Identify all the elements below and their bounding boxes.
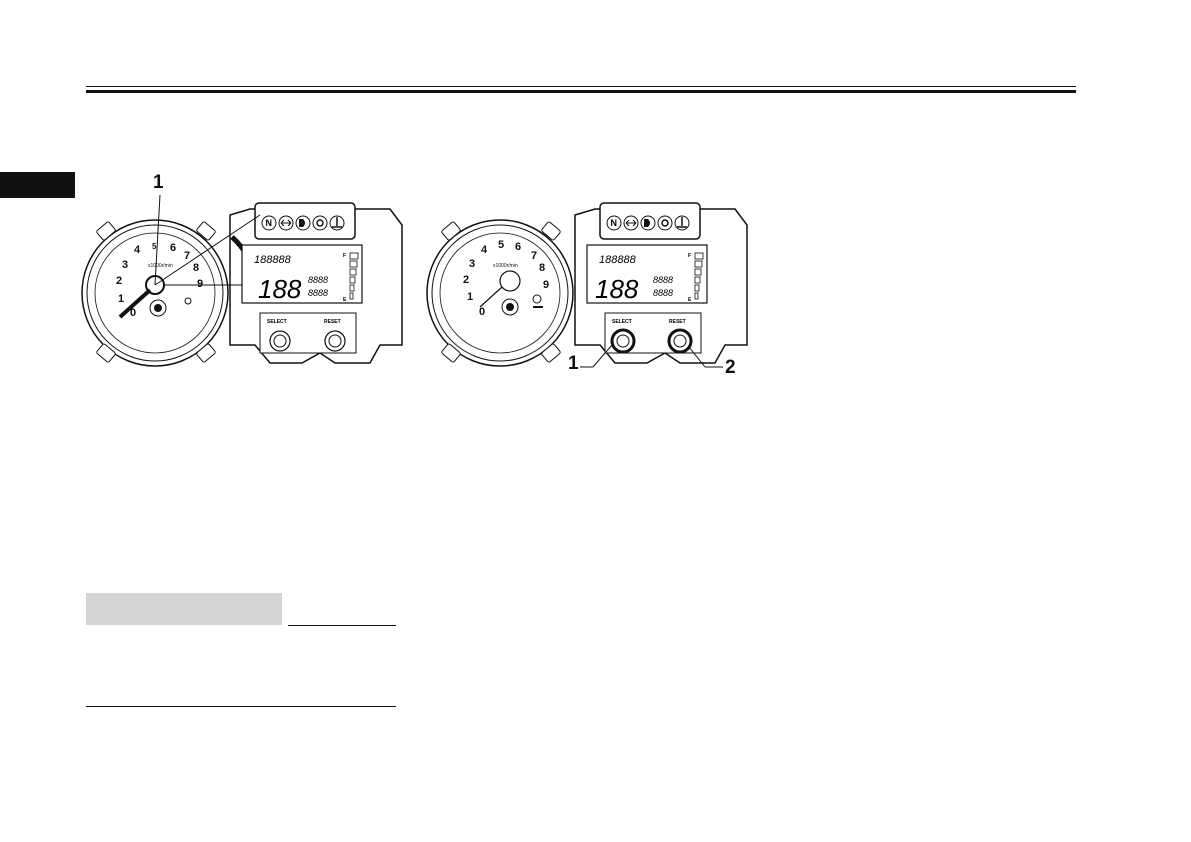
svg-text:9: 9: [197, 278, 203, 290]
svg-text:8888: 8888: [653, 288, 673, 298]
svg-text:0: 0: [130, 307, 136, 319]
svg-text:x1000r/min: x1000r/min: [493, 263, 518, 269]
header-rule-thin: [86, 86, 1076, 87]
svg-text:188: 188: [258, 274, 302, 304]
svg-text:N: N: [611, 218, 618, 228]
svg-text:4: 4: [134, 244, 141, 256]
svg-text:8888: 8888: [653, 275, 673, 285]
svg-text:4: 4: [481, 244, 488, 256]
heading-rule: [288, 625, 396, 626]
svg-text:1: 1: [118, 293, 124, 305]
svg-text:E: E: [343, 297, 347, 303]
section-rule: [86, 706, 396, 707]
svg-text:9: 9: [543, 279, 549, 291]
svg-text:0: 0: [479, 306, 485, 318]
svg-text:RESET: RESET: [669, 319, 686, 325]
instrument-cluster-left: N 0 1 2 3 4 5 6 7 8 9 x1000r/min 188888 …: [81, 195, 403, 367]
svg-text:RESET: RESET: [324, 319, 341, 325]
svg-text:SELECT: SELECT: [612, 319, 632, 325]
callout-2-right: 2: [725, 357, 736, 378]
callout-1-left: 1: [153, 172, 164, 193]
svg-text:6: 6: [515, 241, 521, 253]
svg-text:8888: 8888: [308, 275, 328, 285]
svg-text:x1000r/min: x1000r/min: [148, 263, 173, 269]
svg-text:7: 7: [531, 250, 537, 262]
svg-text:N: N: [266, 218, 273, 228]
chapter-side-tab: [0, 172, 75, 198]
svg-text:8: 8: [539, 262, 545, 274]
svg-text:188888: 188888: [254, 254, 292, 266]
svg-text:E: E: [688, 297, 692, 303]
callout-1-right: 1: [568, 353, 579, 374]
svg-text:5: 5: [152, 242, 157, 251]
svg-text:5: 5: [498, 239, 504, 251]
svg-text:SELECT: SELECT: [267, 319, 287, 325]
header-rule-thick: [86, 90, 1076, 93]
svg-text:7: 7: [184, 250, 190, 262]
svg-text:F: F: [343, 253, 346, 259]
svg-text:6: 6: [170, 242, 176, 254]
svg-text:2: 2: [463, 274, 469, 286]
svg-text:F: F: [688, 253, 691, 259]
shaded-heading-box: [86, 593, 282, 625]
indicator-row-left: N: [261, 215, 345, 231]
instrument-cluster-right: N 0 1 2 3 4 5 6 7 8 9 x1000r/min 188888 …: [426, 202, 748, 368]
svg-text:3: 3: [122, 259, 128, 271]
svg-text:188888: 188888: [599, 254, 637, 266]
svg-text:188: 188: [595, 274, 639, 304]
svg-text:8: 8: [193, 262, 199, 274]
indicator-row-right: N: [606, 215, 690, 231]
svg-text:8888: 8888: [308, 288, 328, 298]
svg-text:3: 3: [469, 258, 475, 270]
svg-text:1: 1: [467, 291, 473, 303]
svg-text:2: 2: [116, 275, 122, 287]
